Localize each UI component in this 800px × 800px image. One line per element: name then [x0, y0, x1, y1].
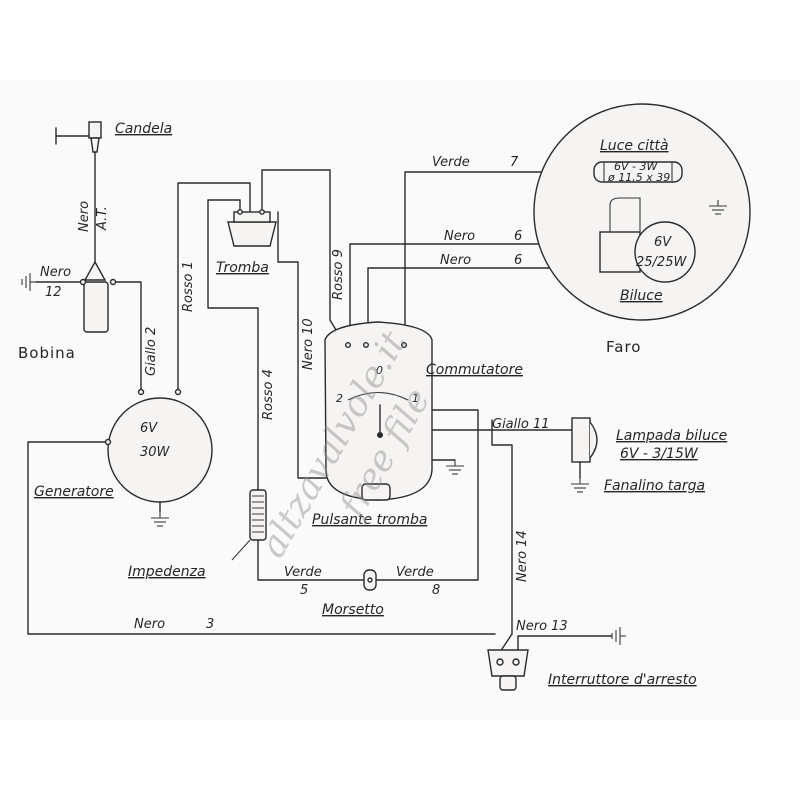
wire-nero-3	[27, 441, 496, 635]
label-nero-10: Nero 10	[301, 318, 316, 370]
label-nero-6a: Nero	[444, 229, 475, 244]
label-faro: Faro	[606, 338, 641, 356]
headlamp-icon	[533, 103, 751, 321]
label-morsetto: Morsetto	[322, 602, 384, 618]
label-nero-6a-num: 6	[514, 229, 522, 244]
label-verde-7-num: 7	[510, 155, 519, 170]
label-nero-at: Nero	[77, 201, 92, 232]
label-at: A.T.	[95, 206, 110, 231]
ignition-coil-icon	[79, 260, 117, 333]
label-fanalino-targa: Fanalino targa	[604, 478, 705, 494]
label-nero-3: Nero	[134, 617, 165, 632]
label-bulb-spec: 25/25W	[636, 255, 687, 270]
label-rosso-4: Rosso 4	[261, 369, 276, 420]
label-rosso-1: Rosso 1	[181, 261, 196, 312]
kill-switch-icon	[487, 649, 529, 691]
label-comm-0: 0	[376, 364, 383, 377]
label-commutatore: Commutatore	[426, 362, 523, 378]
label-nero-12: Nero	[40, 265, 71, 280]
label-verde-7: Verde	[432, 155, 470, 170]
label-comm-1: 1	[412, 392, 419, 405]
label-generatore: Generatore	[34, 484, 114, 500]
wire-nero-10	[277, 211, 363, 479]
label-lc-spec1: 6V - 3W	[614, 160, 658, 173]
generator-icon	[104, 388, 213, 513]
label-giallo-2: Giallo 2	[144, 327, 159, 376]
label-nero-14: Nero 14	[515, 530, 530, 582]
label-gen-6v: 6V	[140, 421, 158, 436]
label-tromba: Tromba	[216, 260, 269, 276]
label-verde-8: Verde	[396, 565, 434, 580]
label-candela: Candela	[115, 121, 172, 137]
label-interruttore: Interruttore d'arresto	[548, 672, 697, 688]
label-luce-citta: Luce città	[600, 138, 669, 154]
label-comm-2: 2	[336, 392, 343, 405]
label-nero-3-num: 3	[206, 617, 214, 632]
impedance-coil-icon	[231, 489, 267, 561]
label-rosso-9: Rosso 9	[331, 249, 346, 300]
wire-verde-5-8	[257, 409, 479, 581]
wire-verde-7	[404, 171, 593, 346]
horn-icon	[227, 209, 277, 247]
wire-tromba-branch	[207, 199, 259, 491]
label-bobina: Bobina	[18, 344, 76, 362]
label-verde-8-num: 8	[432, 583, 440, 598]
label-nero-13: Nero 13	[516, 619, 568, 634]
wire-nero-14	[491, 419, 513, 653]
wire-nero-6b	[367, 267, 601, 346]
label-lc-spec2: ø 11,5 x 39	[607, 171, 670, 184]
wire-nero-6a	[349, 243, 601, 346]
plate-lamp-icon	[571, 417, 598, 479]
label-nero-6b: Nero	[440, 253, 471, 268]
label-giallo-11: Giallo 11	[492, 417, 550, 432]
label-lampada-spec: 6V - 3/15W	[620, 446, 699, 462]
label-biluce: Biluce	[620, 288, 663, 304]
wire-nero-13	[517, 635, 613, 653]
label-verde-5: Verde	[284, 565, 322, 580]
spark-plug-icon	[55, 121, 102, 153]
label-pulsante-tromba: Pulsante tromba	[312, 512, 427, 528]
label-gen-30w: 30W	[140, 445, 171, 460]
wire-giallo-2	[114, 281, 142, 393]
switch-icon	[324, 321, 433, 501]
label-nero-12-num: 12	[45, 285, 62, 300]
label-verde-5-num: 5	[300, 583, 308, 598]
wire-rosso-1	[177, 182, 251, 393]
label-impedenza: Impedenza	[128, 564, 206, 580]
terminal-block-icon	[363, 569, 377, 591]
label-nero-6b-num: 6	[514, 253, 522, 268]
wire-rosso-9	[261, 169, 346, 346]
label-bulb-6v: 6V	[654, 235, 672, 250]
label-lampada-biluce: Lampada biluce	[616, 428, 727, 444]
